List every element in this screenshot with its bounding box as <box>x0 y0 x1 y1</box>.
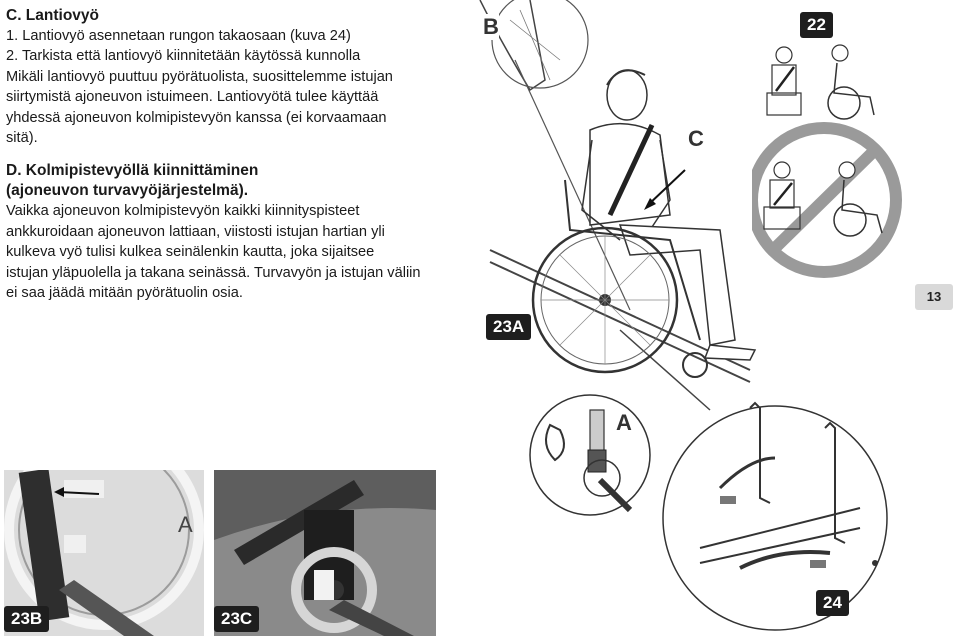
section-c-line: siirtymistä ajoneuvon istuimeen. Lantiov… <box>6 89 379 106</box>
figure-23a-illustration <box>479 0 757 411</box>
figure-23a-badge: 23A <box>486 314 532 340</box>
section-c-line: yhdessä ajoneuvon kolmipistevyön kanssa … <box>6 109 387 126</box>
section-c-line: 2. Tarkista että lantiovyö kiinnitetään … <box>6 48 361 65</box>
figure-23c-badge: 23C <box>214 606 260 632</box>
label-b: B <box>483 14 499 40</box>
figure-23b-badge: 23B <box>4 606 50 632</box>
section-d-line: kulkeva vyö tulisi kulkea seinälenkin ka… <box>6 244 375 261</box>
section-d-line: istujan yläpuolella ja takana seinässä. … <box>6 264 421 281</box>
section-c-line: Mikäli lantiovyö puuttuu pyörätuolista, … <box>6 68 393 85</box>
section-d-line: ei saa jäädä mitään pyörätuolin osia. <box>6 285 243 302</box>
section-c-heading: C. Lantiovyö <box>6 7 100 24</box>
text-column: C. Lantiovyö 1. Lantiovyö asennetaan run… <box>6 6 446 303</box>
figure-24-badge: 24 <box>816 590 849 616</box>
section-d-heading: (ajoneuvon turvavyöjärjestelmä). <box>6 182 249 200</box>
section-c-line: 1. Lantiovyö asennetaan rungon takaosaan… <box>6 28 351 44</box>
figure-24-illustration <box>662 401 888 631</box>
page-number: 13 <box>915 284 953 310</box>
figure-22-illustration <box>752 44 902 278</box>
label-a-detail: A <box>616 410 632 435</box>
section-c-line: sitä). <box>6 130 38 147</box>
figure-22-badge: 22 <box>800 12 833 38</box>
label-c: C <box>688 126 704 151</box>
photo-23b-drawing <box>4 470 204 636</box>
detail-circle-small <box>529 394 651 516</box>
section-d-line: Vaikka ajoneuvon kolmipistevyön kaikki k… <box>6 203 360 220</box>
section-d-line: ankkuroidaan ajoneuvon lattiaan, viistos… <box>6 223 385 240</box>
label-a-photo: A <box>178 512 193 537</box>
section-d-heading: D. Kolmipistevyöllä kiinnittäminen <box>6 162 259 180</box>
